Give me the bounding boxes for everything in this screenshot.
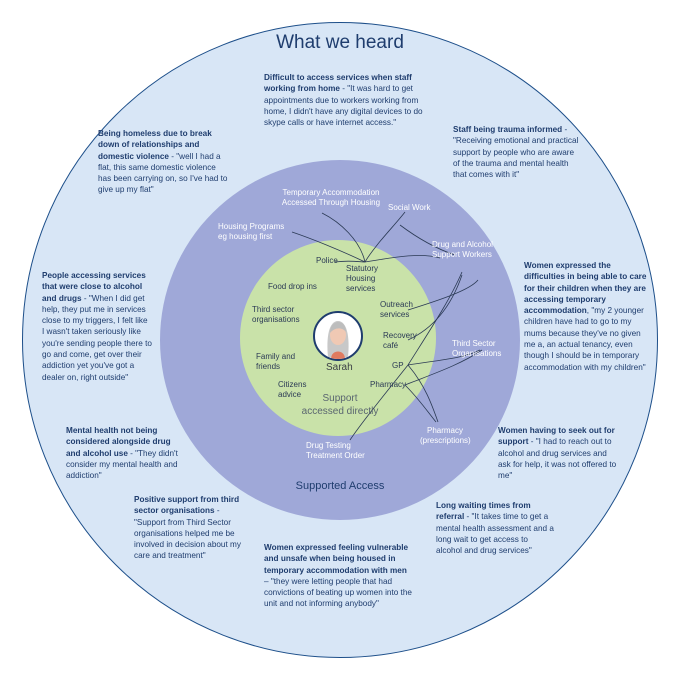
connector-line [291, 231, 366, 263]
connector-line [407, 271, 463, 366]
quote-close-to-alcohol-drugs: People accessing services that were clos… [42, 271, 152, 382]
service-drug-alcohol-workers: Drug and Alcohol Support Workers [432, 240, 493, 259]
quote-homeless-domestic-violence: Being homeless due to break down of rela… [98, 129, 228, 195]
direct-gp: GP [392, 361, 404, 370]
service-temporary-accommodation: Temporary Accommodation Accessed Through… [281, 188, 381, 207]
connector-line [334, 260, 366, 263]
direct-outreach-services: Outreach services [380, 300, 413, 319]
service-third-sector-organisations: Third Sector Organisations [452, 339, 502, 358]
page-title: What we heard [276, 32, 404, 53]
direct-police: Police [316, 256, 338, 265]
quote-vulnerable-unsafe: Women expressed feeling vulnerable and u… [264, 543, 412, 609]
direct-pharmacy: Pharmacy [370, 380, 407, 389]
quote-third-sector-positive: Positive support from third sector organ… [134, 495, 241, 561]
connector-line [404, 384, 437, 423]
person-avatar [313, 311, 363, 361]
connector-line [349, 364, 409, 441]
connector-line [407, 364, 439, 423]
direct-citizens-advice: Citizens advice [278, 380, 307, 399]
service-social-work: Social Work [388, 203, 431, 212]
quote-mental-health: Mental health not being considered along… [66, 426, 178, 481]
inner-ring-label: Support accessed directly [301, 393, 379, 417]
quote-staff-working-from-home: Difficult to access services when staff … [264, 73, 423, 128]
connector-line [407, 349, 481, 366]
connector-line [321, 212, 366, 263]
connector-line [399, 224, 456, 256]
direct-statutory-housing: Statutory Housing services [346, 264, 379, 293]
connector-line [407, 279, 479, 311]
middle-ring-label: Supported Access [295, 480, 385, 492]
connector-line [404, 349, 483, 386]
quote-seek-out-support: Women having to seek out for support - "… [498, 426, 617, 481]
direct-food-drop-ins: Food drop ins [268, 282, 317, 291]
connector-line [364, 255, 441, 263]
person-name: Sarah [326, 362, 353, 373]
direct-recovery-cafe: Recovery café [383, 331, 417, 350]
quote-caring-for-children: Women expressed the difficulties in bein… [524, 261, 647, 372]
direct-third-sector: Third sector organisations [252, 305, 300, 324]
quote-waiting-times: Long waiting times from referral - "It t… [436, 501, 554, 556]
service-drug-testing-order: Drug Testing Treatment Order [306, 441, 365, 460]
direct-family-friends: Family and friends [256, 352, 296, 371]
quote-trauma-informed: Staff being trauma informed - "Receiving… [453, 125, 579, 180]
service-pharmacy-prescriptions: Pharmacy (prescriptions) [420, 426, 471, 445]
connector-line [407, 274, 463, 341]
service-housing-programs: Housing Programs eg housing first [218, 222, 285, 241]
connector-line [364, 211, 406, 263]
